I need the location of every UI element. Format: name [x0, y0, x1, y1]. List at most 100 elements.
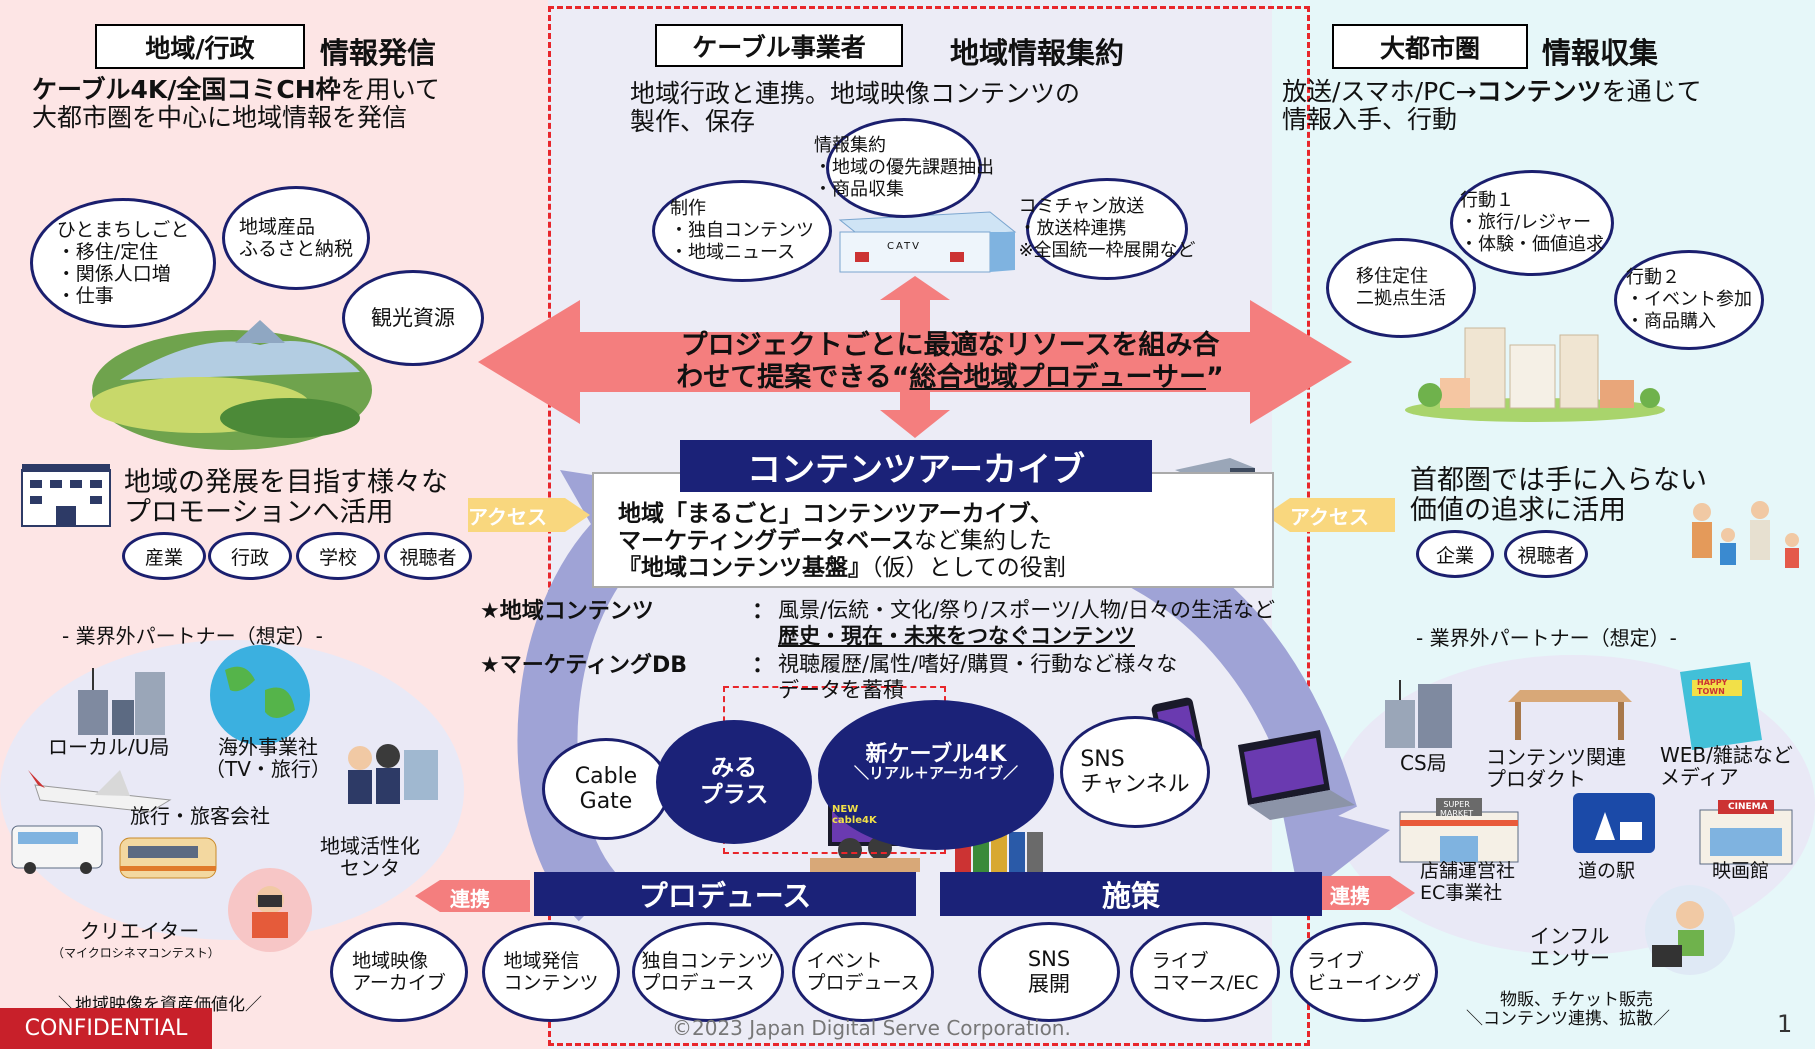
center-intro-line1: 地域行政と連携。地域映像コンテンツの: [630, 79, 1081, 108]
confidential-badge: CONFIDENTIAL: [0, 1008, 212, 1049]
right-value-line2: 価値の追求に活用: [1410, 495, 1626, 526]
catv-building: [838, 211, 1017, 273]
cable-gate-bubble: Cable Gate: [542, 738, 670, 840]
pill-event-produce: イベント プロデュース: [792, 922, 934, 1022]
archive-line2: マーケティングデータベースなど集約した: [618, 527, 1052, 555]
right-intro-line1: 放送/スマホ/PC→コンテンツを通じて: [1282, 78, 1702, 106]
cinema-sign: CINEMA: [1728, 802, 1768, 812]
right-tagline-line1: 物販、チケット販売: [1500, 990, 1653, 1010]
star1-text: 風景/伝統・文化/祭り/スポーツ/人物/日々の生活など: [778, 598, 1275, 622]
train-icon: [119, 837, 217, 879]
banner-line2-underline: 総合地域プロデューサー: [909, 362, 1206, 393]
bubble-tourism: 観光資源: [342, 270, 484, 366]
right-intro-post: を通じて: [1601, 77, 1702, 106]
partner-media: WEB/雑誌など メディア: [1660, 743, 1793, 789]
banner-line2: わせて提案できる“総合地域プロデューサー”: [600, 362, 1300, 394]
bubble-info-collection: 情報集約 ・地域の優先課題抽出 ・商品収集: [814, 118, 994, 218]
left-intro-line2: 大都市圏を中心に地域情報を発信: [32, 103, 408, 132]
right-header-box: 大都市圏: [1332, 24, 1528, 69]
main-double-arrow: [478, 300, 1352, 424]
pill-sns-expansion: SNS 展開: [978, 922, 1120, 1022]
pill-viewer-right: 視聴者: [1504, 530, 1588, 578]
pill-government: 行政: [208, 532, 292, 580]
bubble-hitomachi: ひとまちしごと ・移住/定住 ・関係人口増 ・仕事: [30, 198, 216, 328]
globe-icon: [210, 645, 310, 745]
pill-viewer-left: 視聴者: [384, 532, 472, 580]
bus-icon: [11, 825, 103, 874]
right-value-line1: 首都圏では手に入らない: [1410, 465, 1707, 496]
right-intro-pre: 放送/スマホ/PC→: [1282, 77, 1477, 106]
screen-new-cable: NEW cable4K: [832, 804, 877, 826]
right-intro-line2: 情報入手、行動: [1282, 105, 1458, 134]
photographer-icon: [228, 868, 312, 952]
new-cable-sub: ＼リアル＋アーカイブ／: [854, 764, 1018, 782]
sns-channel-bubble: SNS チャンネル: [1060, 716, 1210, 828]
right-collab-arrow: [1322, 876, 1415, 910]
star2-label: ★マーケティングDB: [480, 653, 687, 678]
center-intro-line2: 製作、保存: [630, 107, 756, 136]
left-partner-title: - 業界外パートナー（想定）-: [62, 624, 323, 648]
family-illustration: [1692, 501, 1799, 568]
partner-travel: 旅行・旅客会社: [130, 804, 270, 828]
star1-colon: ：: [752, 599, 775, 624]
left-collab-label: 連携: [450, 887, 490, 911]
radio-tower-icon: [78, 668, 165, 735]
partner-content-product: コンテンツ関連 プロダクト: [1486, 745, 1626, 791]
archive-line2-bold: マーケティングデータベース: [618, 528, 915, 554]
archive-line3: 『地域コンテンツ基盤』（仮）としての役割: [618, 554, 1066, 582]
down-arrow: [880, 392, 950, 438]
cs-station-icon: [1385, 680, 1452, 748]
left-intro-rest: を用いて: [340, 75, 440, 104]
banner-line2-pre: わせて提案できる“: [676, 362, 910, 393]
left-access-label: アクセス: [468, 505, 547, 529]
partner-creator: クリエイター: [80, 919, 200, 943]
archive-line1: 地域「まるごと」コンテンツアーカイブ、: [618, 501, 1053, 527]
bubble-action2: 行動２ ・イベント参加 ・商品購入: [1614, 250, 1764, 350]
magazine-cover-text: HAPPY TOWN: [1697, 678, 1728, 696]
pill-original-produce: 独自コンテンツ プロデュース: [632, 922, 784, 1022]
star1-sub: 歴史・現在・未来をつなぐコンテンツ: [778, 624, 1135, 648]
rural-landscape: [90, 320, 372, 450]
partner-cs-station: CS局: [1400, 751, 1447, 775]
archive-title: コンテンツアーカイブ: [680, 440, 1152, 492]
right-partner-title: - 業界外パートナー（想定）-: [1416, 626, 1677, 650]
center-header-box: ケーブル事業者: [655, 24, 903, 67]
right-access-arrow: [1265, 498, 1395, 532]
partner-creator-sub: （マイクロシネマコンテスト）: [52, 946, 220, 960]
bubble-community-channel: コミチャン放送 ・放送枠連携 ※全国統一枠展開など: [1018, 178, 1196, 280]
produce-bar: プロデュース: [534, 872, 916, 916]
pill-company: 企業: [1416, 530, 1494, 578]
archive-line2-rest: など集約した: [914, 528, 1053, 554]
up-arrow: [880, 276, 950, 332]
influencer-icon: [1645, 885, 1735, 975]
bubble-action1: 行動１ ・旅行/レジャー ・体験・価値追求: [1450, 170, 1614, 276]
star2-colon: ：: [752, 653, 775, 678]
star2-text: 視聴履歴/属性/嗜好/購買・行動など様々な: [778, 652, 1178, 676]
right-collab-label: 連携: [1330, 884, 1370, 908]
measures-bar: 施策: [940, 872, 1322, 916]
pill-live-commerce: ライブ コマース/EC: [1130, 922, 1280, 1022]
partner-cinema: 映画館: [1712, 860, 1770, 882]
partner-influencer: インフル エンサー: [1530, 924, 1610, 970]
pill-industry: 産業: [122, 532, 206, 580]
left-header-text: 情報発信: [320, 36, 437, 70]
partner-roadside-station: 道の駅: [1578, 860, 1636, 882]
bubble-production: 制作 ・独自コンテンツ ・地域ニュース: [652, 180, 832, 282]
new-cable-title: 新ケーブル4K: [865, 742, 1007, 767]
star2-sub: データを蓄積: [778, 678, 904, 702]
pill-video-archive: 地域映像 アーカイブ: [330, 922, 468, 1022]
archive-line3-bold: 『地域コンテンツ基盤』: [618, 555, 871, 581]
page-number: 1: [1777, 1010, 1793, 1038]
archive-line3-rest: （仮）としての役割: [871, 555, 1066, 581]
pill-live-viewing: ライブ ビューイング: [1290, 922, 1438, 1022]
table-icon: [1508, 690, 1632, 740]
staff-icon: [348, 744, 438, 804]
banner-line2-post: ”: [1205, 362, 1224, 393]
cinema-icon: [1699, 800, 1793, 865]
left-intro-line1: ケーブル4K/全国コミCH枠を用いて: [32, 76, 440, 104]
miru-plus-bubble: みる プラス: [656, 720, 812, 844]
laptop-icon: [1238, 730, 1355, 820]
center-header-text: 地域情報集約: [950, 36, 1125, 70]
producer-banner: プロジェクトごとに最適なリソースを組み合 わせて提案できる“総合地域プロデューサ…: [600, 330, 1300, 394]
